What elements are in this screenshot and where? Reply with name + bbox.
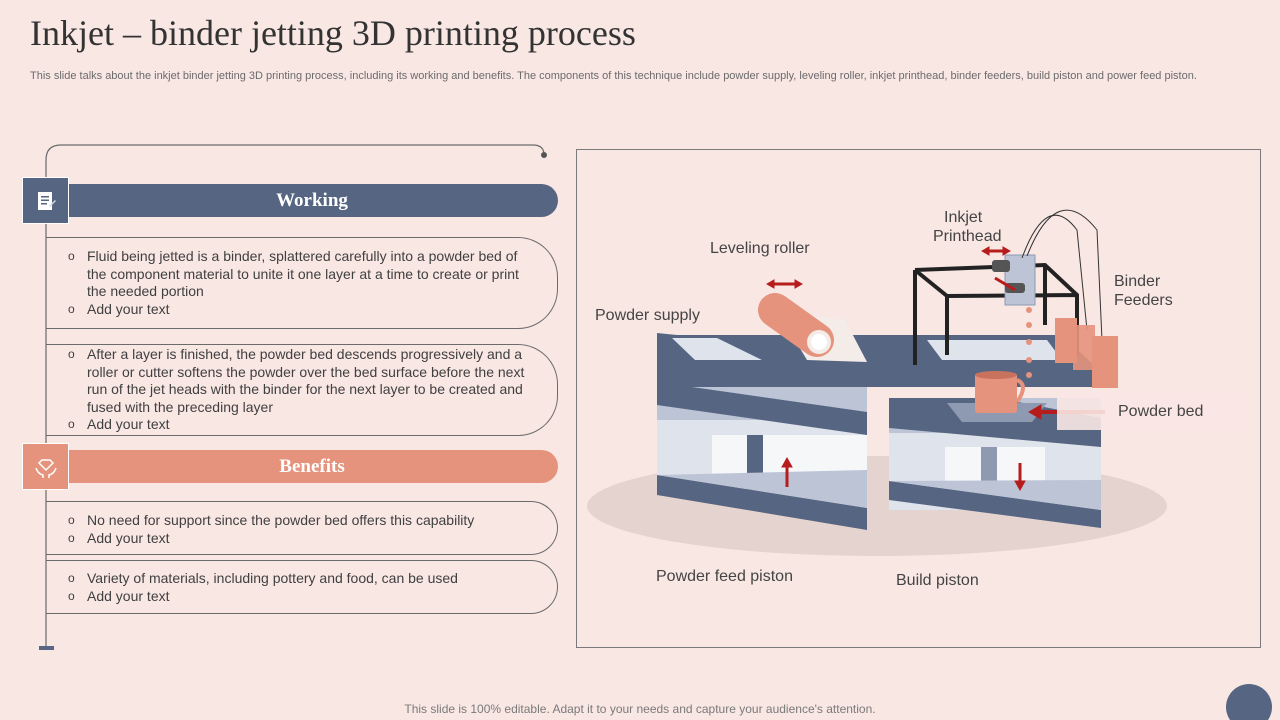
list-item: Add your text bbox=[66, 301, 527, 319]
inkjet-printhead-label-2: Printhead bbox=[933, 228, 1002, 245]
benefits-header: Benefits bbox=[66, 450, 558, 483]
footer-note: This slide is 100% editable. Adapt it to… bbox=[404, 702, 876, 716]
working-header: Working bbox=[66, 184, 558, 217]
working-card-2: After a layer is finished, the powder be… bbox=[46, 344, 558, 436]
list-item: Add your text bbox=[66, 588, 527, 606]
benefits-card-1: No need for support since the powder bed… bbox=[46, 501, 558, 555]
inkjet-printhead-label: Inkjet bbox=[944, 209, 983, 226]
binder-feeders-label: Binder bbox=[1114, 273, 1161, 290]
build-piston-label: Build piston bbox=[896, 572, 979, 589]
binder-feeders-label-2: Feeders bbox=[1114, 292, 1173, 309]
leveling-roller-label: Leveling roller bbox=[710, 240, 810, 257]
list-item: Add your text bbox=[66, 416, 527, 434]
timeline-line bbox=[39, 144, 547, 650]
printer-diagram: Leveling roller Inkjet Printhead Binder … bbox=[576, 149, 1261, 648]
corner-decoration bbox=[1226, 684, 1272, 720]
hands-diamond-icon bbox=[22, 443, 69, 490]
working-card-1: Fluid being jetted is a binder, splatter… bbox=[46, 237, 558, 329]
list-item: Fluid being jetted is a binder, splatter… bbox=[66, 248, 527, 301]
printer-illustration bbox=[587, 209, 1247, 556]
powder-supply-label: Powder supply bbox=[595, 307, 700, 324]
list-item: Variety of materials, including pottery … bbox=[66, 570, 527, 588]
page-subtitle: This slide talks about the inkjet binder… bbox=[30, 70, 1197, 82]
document-icon bbox=[22, 177, 69, 224]
list-item: No need for support since the powder bed… bbox=[66, 512, 527, 530]
benefits-card-2: Variety of materials, including pottery … bbox=[46, 560, 558, 614]
page-title: Inkjet – binder jetting 3D printing proc… bbox=[30, 13, 636, 53]
powder-bed-label: Powder bed bbox=[1118, 403, 1204, 420]
list-item: After a layer is finished, the powder be… bbox=[66, 346, 527, 416]
powder-feed-piston-label: Powder feed piston bbox=[656, 568, 793, 585]
list-item: Add your text bbox=[66, 530, 527, 548]
